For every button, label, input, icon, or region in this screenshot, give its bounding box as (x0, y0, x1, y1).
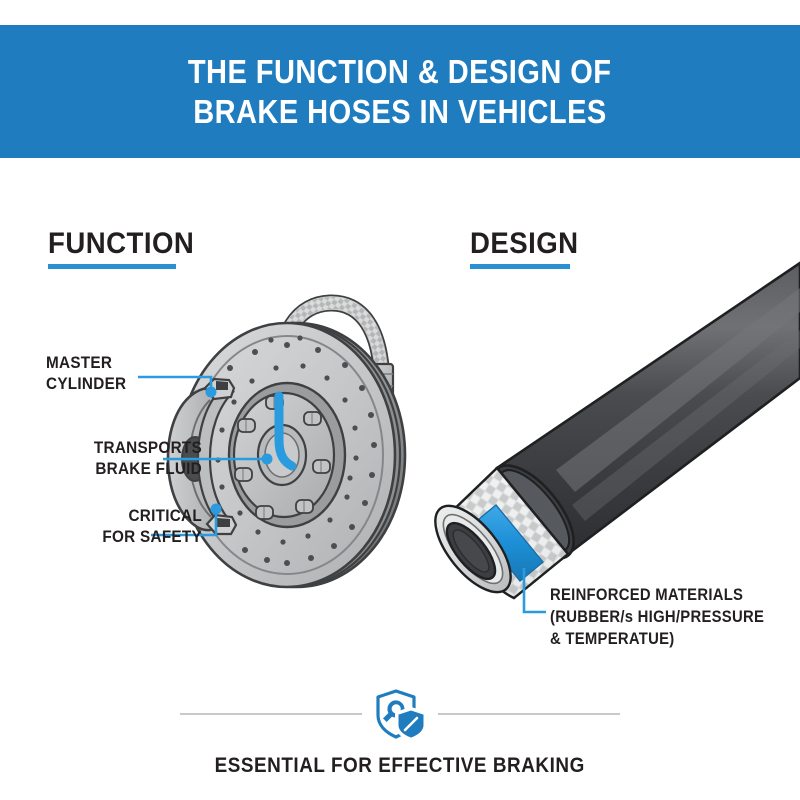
callout-critical-line-1: CRITICAL (128, 506, 202, 525)
section-heading-design-label: DESIGN (470, 227, 579, 260)
hose-jacket-cut-edge (491, 464, 575, 560)
brake-hose-cutaway-illustration (434, 261, 800, 614)
hose-braid-cut-end (434, 504, 512, 594)
hose-ferrule-left (266, 364, 292, 402)
section-heading-function-underline (48, 264, 176, 269)
section-heading-function: FUNCTION (48, 228, 207, 269)
rotor-lug-studs (234, 395, 331, 520)
hose-braid-layer (442, 466, 570, 600)
hose-outer-jacket (495, 261, 800, 556)
callout-reinforced-line-1: REINFORCED MATERIALS (550, 586, 744, 604)
callout-master-cylinder-line-2: CYLINDER (46, 374, 127, 393)
header-title-line-2: BRAKE HOSES IN VEHICLES (193, 92, 607, 130)
footer-divider-right (438, 713, 620, 715)
header-banner: THE FUNCTION & DESIGN OF BRAKE HOSES IN … (0, 25, 800, 158)
callout-transports-brake-fluid: TRANSPORTS BRAKE FLUID (62, 437, 202, 479)
callout-leader-dots (205, 386, 273, 515)
footer-tagline: ESSENTIAL FOR EFFECTIVE BRAKING (214, 754, 586, 777)
footer: ESSENTIAL FOR EFFECTIVE BRAKING (0, 688, 800, 778)
section-heading-design: DESIGN (470, 228, 588, 269)
section-heading-function-label: FUNCTION (48, 227, 195, 260)
hose-inner-bore (445, 521, 497, 581)
callout-reinforced-line-3: & TEMPERATUE) (550, 630, 675, 648)
shield-wrench-icon (376, 689, 427, 740)
callout-transports-line-2: BRAKE FLUID (95, 459, 202, 478)
brake-fluid-path (274, 391, 297, 471)
callout-master-cylinder-line-1: MASTER (46, 353, 113, 372)
header-title-line-1: THE FUNCTION & DESIGN OF (188, 52, 612, 90)
section-heading-design-underline (470, 264, 570, 269)
hose-ferrule-right (369, 362, 395, 399)
callout-transports-line-1: TRANSPORTS (93, 438, 202, 457)
design-callout-leader (522, 568, 546, 614)
callout-reinforced-line-2: (RUBBER/s HIGH/PRESSURE (550, 608, 765, 626)
leader-master-cylinder (138, 375, 213, 389)
footer-divider-left (180, 713, 362, 715)
callout-critical-for-safety: CRITICAL FOR SAFETY (62, 505, 202, 547)
callout-master-cylinder: MASTER CYLINDER (46, 352, 126, 394)
footer-rule-row (0, 688, 800, 740)
callout-critical-line-2: FOR SAFETY (102, 527, 202, 546)
callout-reinforced-materials: REINFORCED MATERIALS (RUBBER/s HIGH/PRES… (550, 584, 764, 650)
rotor-drilled-holes (200, 335, 377, 566)
brake-hose-arc (266, 294, 395, 404)
